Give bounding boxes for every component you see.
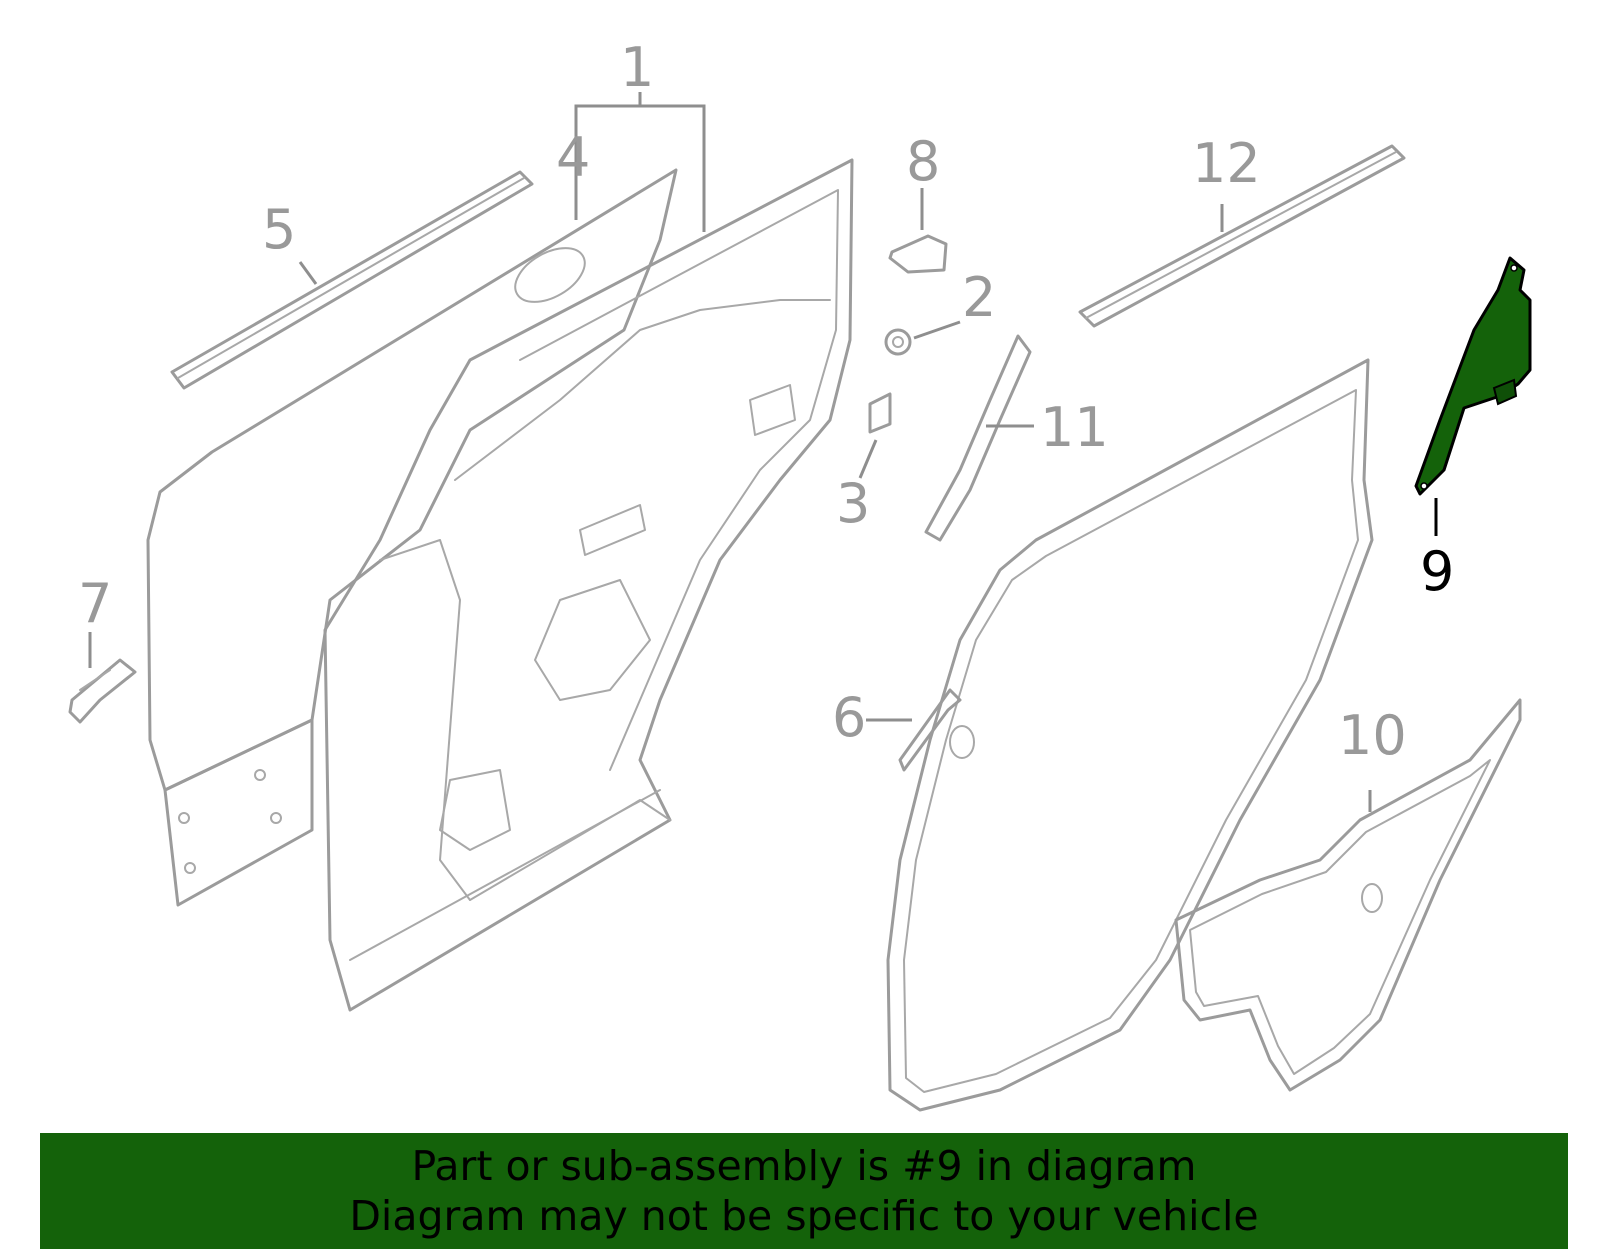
callout-label-7: 7 — [78, 572, 112, 635]
callout-label-6: 6 — [832, 686, 866, 749]
part-2-grommet — [884, 328, 912, 356]
callout-label-11: 11 — [1040, 396, 1109, 459]
part-12-molding — [1078, 144, 1406, 328]
part-10-water-shield — [1174, 698, 1522, 1092]
part-5-belt-molding — [170, 170, 534, 390]
callout-label-8: 8 — [906, 130, 940, 193]
callout-label-1: 1 — [620, 36, 654, 99]
callout-label-4: 4 — [556, 126, 590, 189]
part-3-plug — [868, 392, 892, 434]
callout-label-9: 9 — [1420, 540, 1454, 603]
callout-label-5: 5 — [262, 198, 296, 261]
part-1-door-frame — [323, 158, 854, 1012]
callout-lines — [88, 92, 1438, 812]
callout-label-3: 3 — [836, 472, 870, 535]
part-4-outer-panel — [146, 168, 678, 907]
part-7-bracket — [68, 658, 137, 724]
callout-label-2: 2 — [962, 266, 996, 329]
part-8-clip — [888, 234, 948, 274]
part-6-weatherstrip — [886, 358, 1374, 1112]
banner-line-2: Diagram may not be specific to your vehi… — [349, 1192, 1259, 1240]
callout-label-12: 12 — [1192, 132, 1261, 195]
info-banner: Part or sub-assembly is #9 in diagram Di… — [40, 1133, 1568, 1249]
part-11-channel — [924, 334, 1032, 542]
callout-label-10: 10 — [1338, 704, 1407, 767]
banner-line-1: Part or sub-assembly is #9 in diagram — [411, 1142, 1197, 1190]
part-9-highlighted — [1414, 256, 1532, 496]
